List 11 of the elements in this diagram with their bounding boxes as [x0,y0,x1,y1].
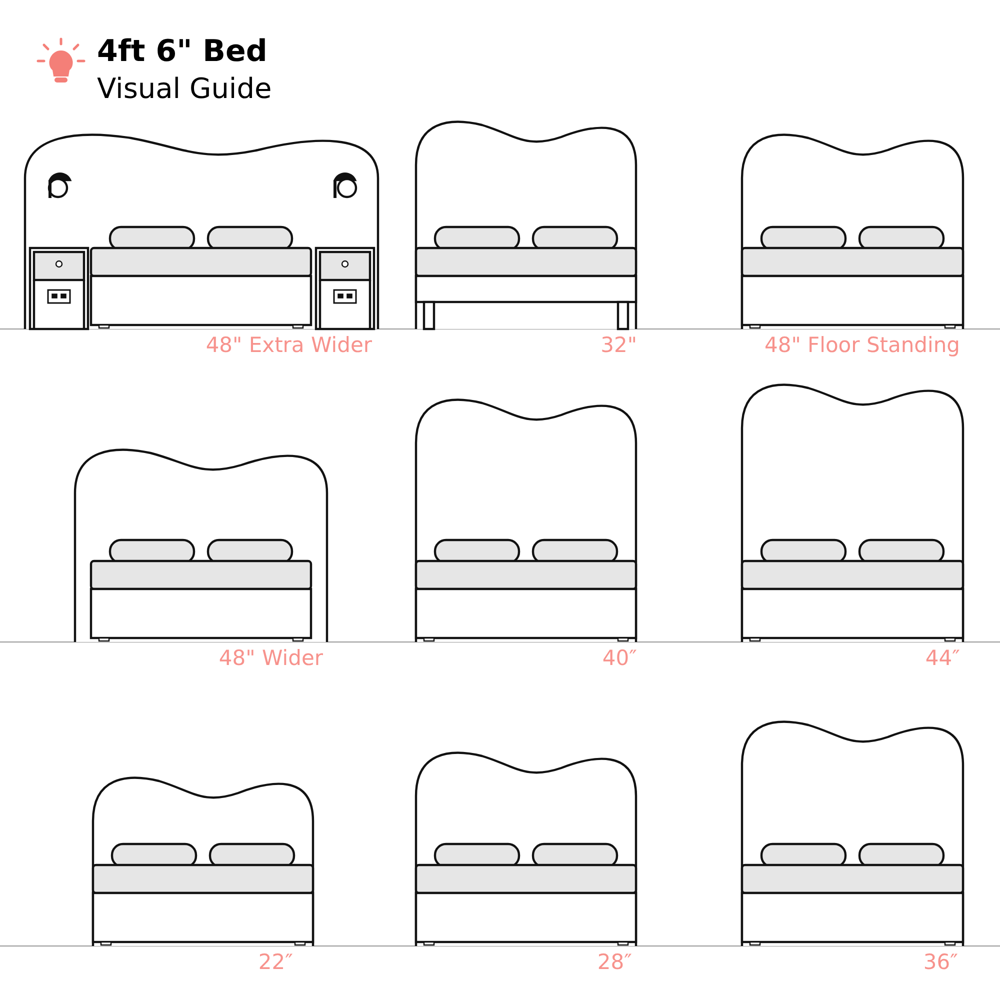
title: 4ft 6" Bed [97,34,268,70]
subtitle: Visual Guide [97,72,272,106]
size-label: 48" Floor Standing [764,333,960,357]
size-label: 44″ [925,646,960,670]
size-label: 36″ [923,950,958,974]
size-label: 22″ [258,950,293,974]
size-label: 28″ [597,950,632,974]
size-label: 32" [600,333,637,357]
size-label: 48" Wider [218,646,323,670]
size-label: 48" Extra Wider [206,333,372,357]
size-label: 40″ [602,646,637,670]
